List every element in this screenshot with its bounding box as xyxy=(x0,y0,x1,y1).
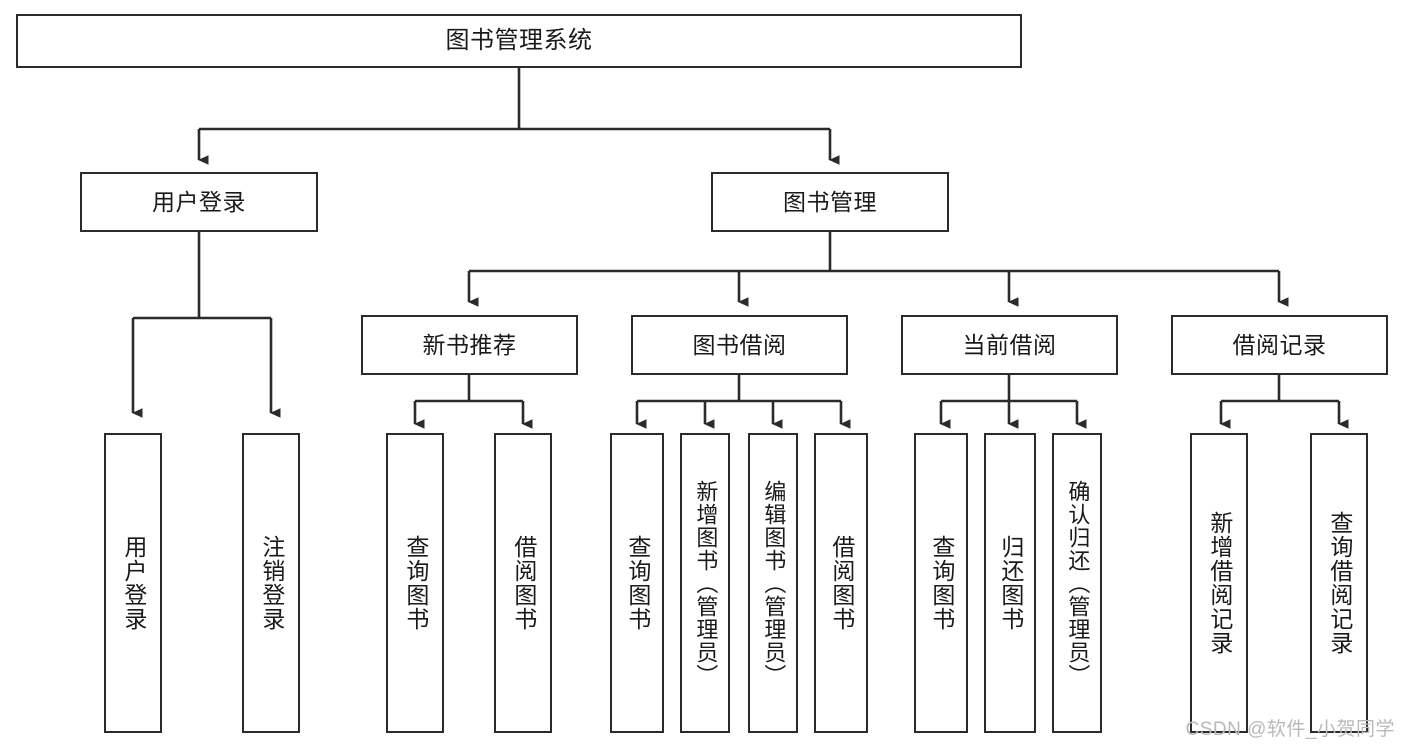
node-new-book-recommend[interactable]: 新书推荐 xyxy=(361,315,578,375)
node-label: 借阅记录 xyxy=(1232,331,1327,358)
leaf-logout[interactable]: 注销登录 xyxy=(242,433,300,733)
leaf-query-book-borrow[interactable]: 查询图书 xyxy=(610,433,664,733)
node-label: 归还图书 xyxy=(997,535,1024,631)
leaf-edit-book-admin[interactable]: 编辑图书（管理员） xyxy=(748,433,798,733)
node-root-book-management-system[interactable]: 图书管理系统 xyxy=(16,14,1022,68)
node-label: 查询借阅记录 xyxy=(1326,511,1353,655)
csdn-watermark: CSDN @软件_小贺同学 xyxy=(1185,719,1395,740)
node-current-borrow[interactable]: 当前借阅 xyxy=(901,315,1118,375)
node-label: 借阅图书 xyxy=(510,535,537,631)
node-label: 注销登录 xyxy=(258,535,285,631)
leaf-query-book-recommend[interactable]: 查询图书 xyxy=(386,433,444,733)
node-label: 当前借阅 xyxy=(962,331,1057,358)
leaf-confirm-return-admin[interactable]: 确认归还（管理员） xyxy=(1052,433,1102,733)
node-label: 查询图书 xyxy=(624,535,651,631)
node-label: 新书推荐 xyxy=(422,331,517,358)
node-label: 查询图书 xyxy=(402,535,429,631)
node-label: 用户登录 xyxy=(152,188,246,215)
node-label: 编辑图书（管理员） xyxy=(761,479,787,687)
node-label: 新增图书（管理员） xyxy=(693,479,719,687)
leaf-query-book-current[interactable]: 查询图书 xyxy=(914,433,968,733)
leaf-borrow-book[interactable]: 借阅图书 xyxy=(814,433,868,733)
node-label: 借阅图书 xyxy=(828,535,855,631)
leaf-add-book-admin[interactable]: 新增图书（管理员） xyxy=(680,433,730,733)
leaf-add-borrow-record[interactable]: 新增借阅记录 xyxy=(1190,433,1248,733)
leaf-borrow-book-recommend[interactable]: 借阅图书 xyxy=(494,433,552,733)
node-label: 用户登录 xyxy=(120,535,147,631)
node-label: 查询图书 xyxy=(928,535,955,631)
node-label: 图书管理系统 xyxy=(445,27,593,55)
leaf-user-login[interactable]: 用户登录 xyxy=(104,433,162,733)
leaf-query-borrow-record[interactable]: 查询借阅记录 xyxy=(1310,433,1368,733)
node-book-management[interactable]: 图书管理 xyxy=(711,172,949,232)
node-label: 新增借阅记录 xyxy=(1206,511,1233,655)
node-label: 确认归还（管理员） xyxy=(1065,479,1091,687)
node-label: 图书管理 xyxy=(783,188,877,215)
leaf-return-book[interactable]: 归还图书 xyxy=(984,433,1036,733)
node-borrow-record[interactable]: 借阅记录 xyxy=(1171,315,1388,375)
node-user-login[interactable]: 用户登录 xyxy=(80,172,318,232)
node-label: 图书借阅 xyxy=(692,331,787,358)
node-book-borrow[interactable]: 图书借阅 xyxy=(631,315,848,375)
